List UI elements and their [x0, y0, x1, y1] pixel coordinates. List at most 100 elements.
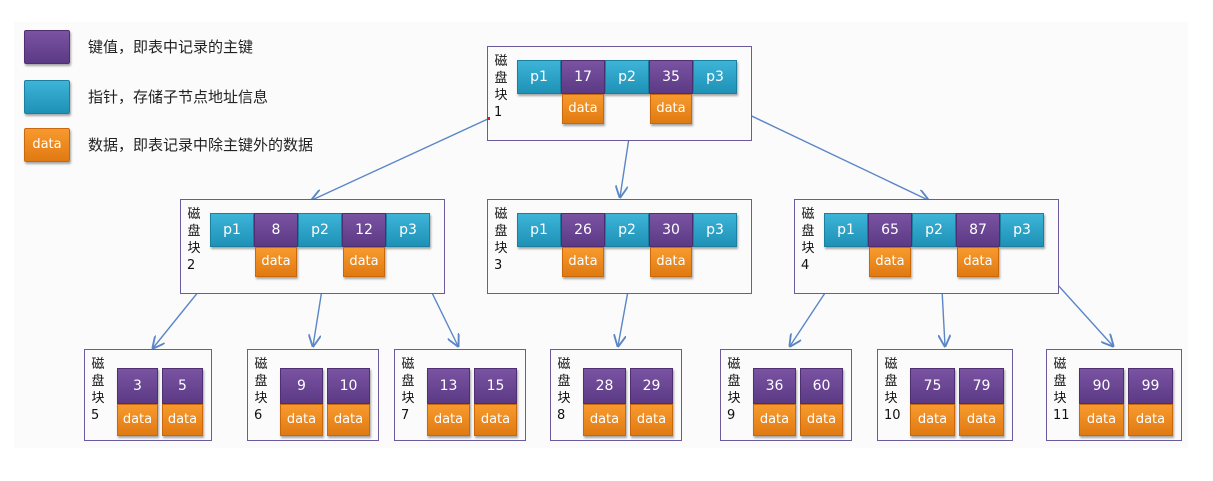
block-label-char: 块	[557, 391, 571, 406]
key-cell: 99	[1128, 368, 1173, 404]
pointer-cell: p1	[517, 60, 561, 94]
data-cell: data	[630, 404, 673, 436]
key-cell: 10	[327, 368, 370, 404]
block-label-char: 块	[254, 391, 268, 406]
data-cell: data	[255, 247, 297, 277]
block-label-char: 盘	[727, 374, 741, 389]
legend-key-text: 键值，即表中记录的主键	[88, 38, 254, 56]
key-cell: 35	[649, 60, 693, 94]
block-label-char: 盘	[1053, 374, 1067, 389]
block-label-char: 块	[884, 391, 898, 406]
data-cell: data	[562, 247, 604, 277]
block-number: 3	[494, 258, 503, 273]
block-label-char: 磁	[401, 357, 415, 372]
key-cell: 13	[427, 368, 470, 404]
block-label-char: 磁	[91, 357, 105, 372]
pointer-cell: p3	[693, 213, 737, 247]
block-label-char: 磁	[1053, 357, 1067, 372]
data-cell: data	[280, 404, 323, 436]
key-cell: 30	[649, 213, 693, 247]
block-label-char: 盘	[557, 374, 571, 389]
key-cell: 28	[583, 368, 626, 404]
block-label-char: 磁	[801, 207, 815, 222]
key-cell: 8	[254, 213, 298, 247]
pointer-cell: p2	[912, 213, 956, 247]
block-label-char: 盘	[494, 224, 508, 239]
pointer-cell: p3	[1000, 213, 1044, 247]
key-cell: 90	[1079, 368, 1124, 404]
block-label-char: 盘	[254, 374, 268, 389]
pointer-cell: p2	[605, 60, 649, 94]
block-label-char: 块	[727, 391, 741, 406]
data-cell: data	[117, 404, 158, 436]
block-label-char: 盘	[494, 71, 508, 86]
block-label-char: 盘	[884, 374, 898, 389]
block-label-char: 磁	[884, 357, 898, 372]
key-cell: 36	[753, 368, 796, 404]
data-cell: data	[562, 94, 604, 124]
key-cell: 79	[959, 368, 1004, 404]
data-cell: data	[1128, 404, 1173, 436]
data-cell: data	[583, 404, 626, 436]
legend-pointer-text: 指针，存储子节点地址信息	[88, 88, 269, 106]
block-label-char: 磁	[494, 207, 508, 222]
key-cell: 29	[630, 368, 673, 404]
block-label-char: 磁	[557, 357, 571, 372]
data-cell: data	[1079, 404, 1124, 436]
block-number: 2	[187, 258, 196, 273]
block-number: 9	[727, 408, 736, 423]
block-label-char: 磁	[187, 207, 201, 222]
pointer-cell: p2	[605, 213, 649, 247]
red-dot-mark	[487, 117, 490, 120]
block-label-char: 磁	[494, 54, 508, 69]
pointer-cell: p1	[210, 213, 254, 247]
pointer-cell: p1	[517, 213, 561, 247]
pointer-cell: p2	[298, 213, 342, 247]
key-cell: 87	[956, 213, 1000, 247]
block-number: 7	[401, 408, 410, 423]
block-label-char: 块	[494, 88, 508, 103]
data-cell: data	[910, 404, 955, 436]
block-label-char: 块	[187, 241, 201, 256]
block-label-char: 盘	[187, 224, 201, 239]
key-cell: 17	[561, 60, 605, 94]
data-cell: data	[650, 247, 692, 277]
data-cell: data	[753, 404, 796, 436]
block-number: 11	[1053, 408, 1070, 423]
block-label-char: 块	[1053, 391, 1067, 406]
key-cell: 12	[342, 213, 386, 247]
block-number: 6	[254, 408, 263, 423]
data-cell: data	[327, 404, 370, 436]
block-label-char: 块	[801, 241, 815, 256]
key-cell: 3	[117, 368, 158, 404]
legend-data-text: 数据，即表记录中除主键外的数据	[88, 136, 314, 154]
data-cell: data	[959, 404, 1004, 436]
key-cell: 65	[868, 213, 912, 247]
block-label-char: 块	[91, 391, 105, 406]
key-cell: 75	[910, 368, 955, 404]
block-label: 磁盘块 1	[494, 53, 508, 121]
data-cell: data	[343, 247, 385, 277]
block-number: 1	[494, 105, 503, 120]
block-number: 8	[557, 408, 566, 423]
data-cell: data	[162, 404, 203, 436]
block-number: 4	[801, 258, 810, 273]
legend-data-swatch: data	[24, 128, 70, 162]
